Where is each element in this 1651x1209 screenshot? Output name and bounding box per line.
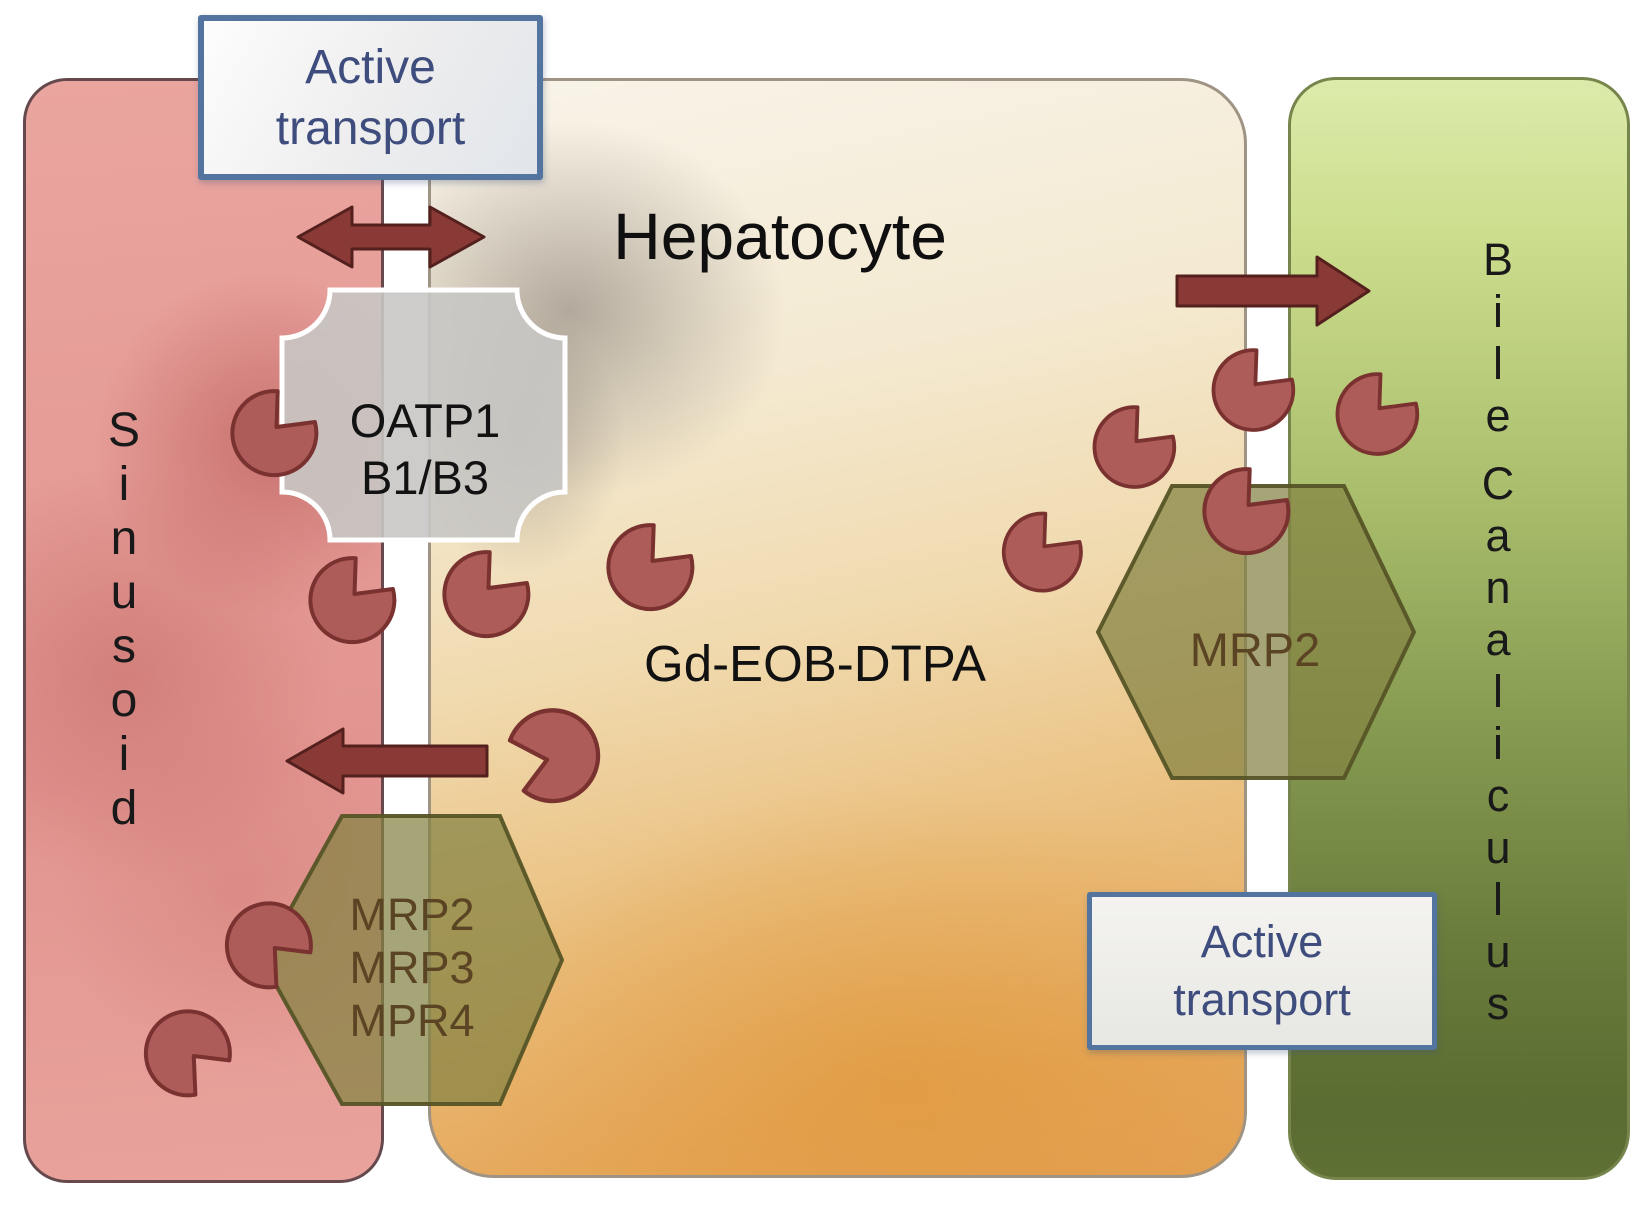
vertical-letter: l [1493, 666, 1503, 717]
vertical-letter: a [1485, 510, 1511, 561]
mrp-basolateral-line1: MRP2 [349, 889, 475, 940]
hepatocyte-title: Hepatocyte [613, 199, 947, 273]
vertical-letter: n [1485, 562, 1511, 613]
vertical-letter: i [118, 458, 130, 511]
active-transport-box-sinusoidal: Active transport [198, 15, 543, 180]
vertical-letter: c [1486, 770, 1510, 821]
vertical-letter: n [110, 512, 138, 565]
vertical-letter: S [107, 404, 140, 457]
vertical-letter: i [1493, 286, 1503, 337]
vertical-letter: s [1486, 978, 1510, 1029]
active-transport-box-canalicular: Active transport [1087, 892, 1437, 1050]
vertical-letter: d [110, 782, 138, 835]
active-transport-top-line1: Active [305, 40, 436, 94]
vertical-letter: u [1485, 926, 1511, 977]
vertical-letter: u [110, 566, 138, 619]
oatp-transporter-label: OATP1 B1/B3 [300, 392, 550, 506]
mrp-canalicular-label: MRP2 [1189, 623, 1321, 676]
oatp-label-line1: OATP1 [349, 394, 501, 447]
vertical-letter: a [1485, 614, 1511, 665]
vertical-letter: B [1482, 234, 1513, 285]
vertical-letter: e [1485, 390, 1511, 441]
vertical-letter: i [1493, 718, 1503, 769]
vertical-letter: l [1493, 338, 1503, 389]
mrp-basolateral-line2: MRP3 [349, 942, 475, 993]
vertical-letter: u [1485, 822, 1511, 873]
vertical-letter: l [1493, 874, 1503, 925]
mrp-basolateral-line3: MPR4 [349, 995, 475, 1046]
vertical-letter: s [112, 620, 136, 673]
active-transport-bottom-line1: Active [1200, 916, 1324, 967]
oatp-label-line2: B1/B3 [360, 451, 490, 504]
mrp-basolateral-label: MRP2 MRP3 MPR4 [292, 888, 532, 1047]
active-transport-bottom-line2: transport [1173, 974, 1351, 1025]
active-transport-top-line2: transport [275, 101, 466, 155]
vertical-letter: o [110, 674, 138, 727]
vertical-letter: C [1481, 458, 1515, 509]
vertical-letter: i [118, 728, 130, 781]
molecule-label: Gd-EOB-DTPA [644, 635, 986, 692]
